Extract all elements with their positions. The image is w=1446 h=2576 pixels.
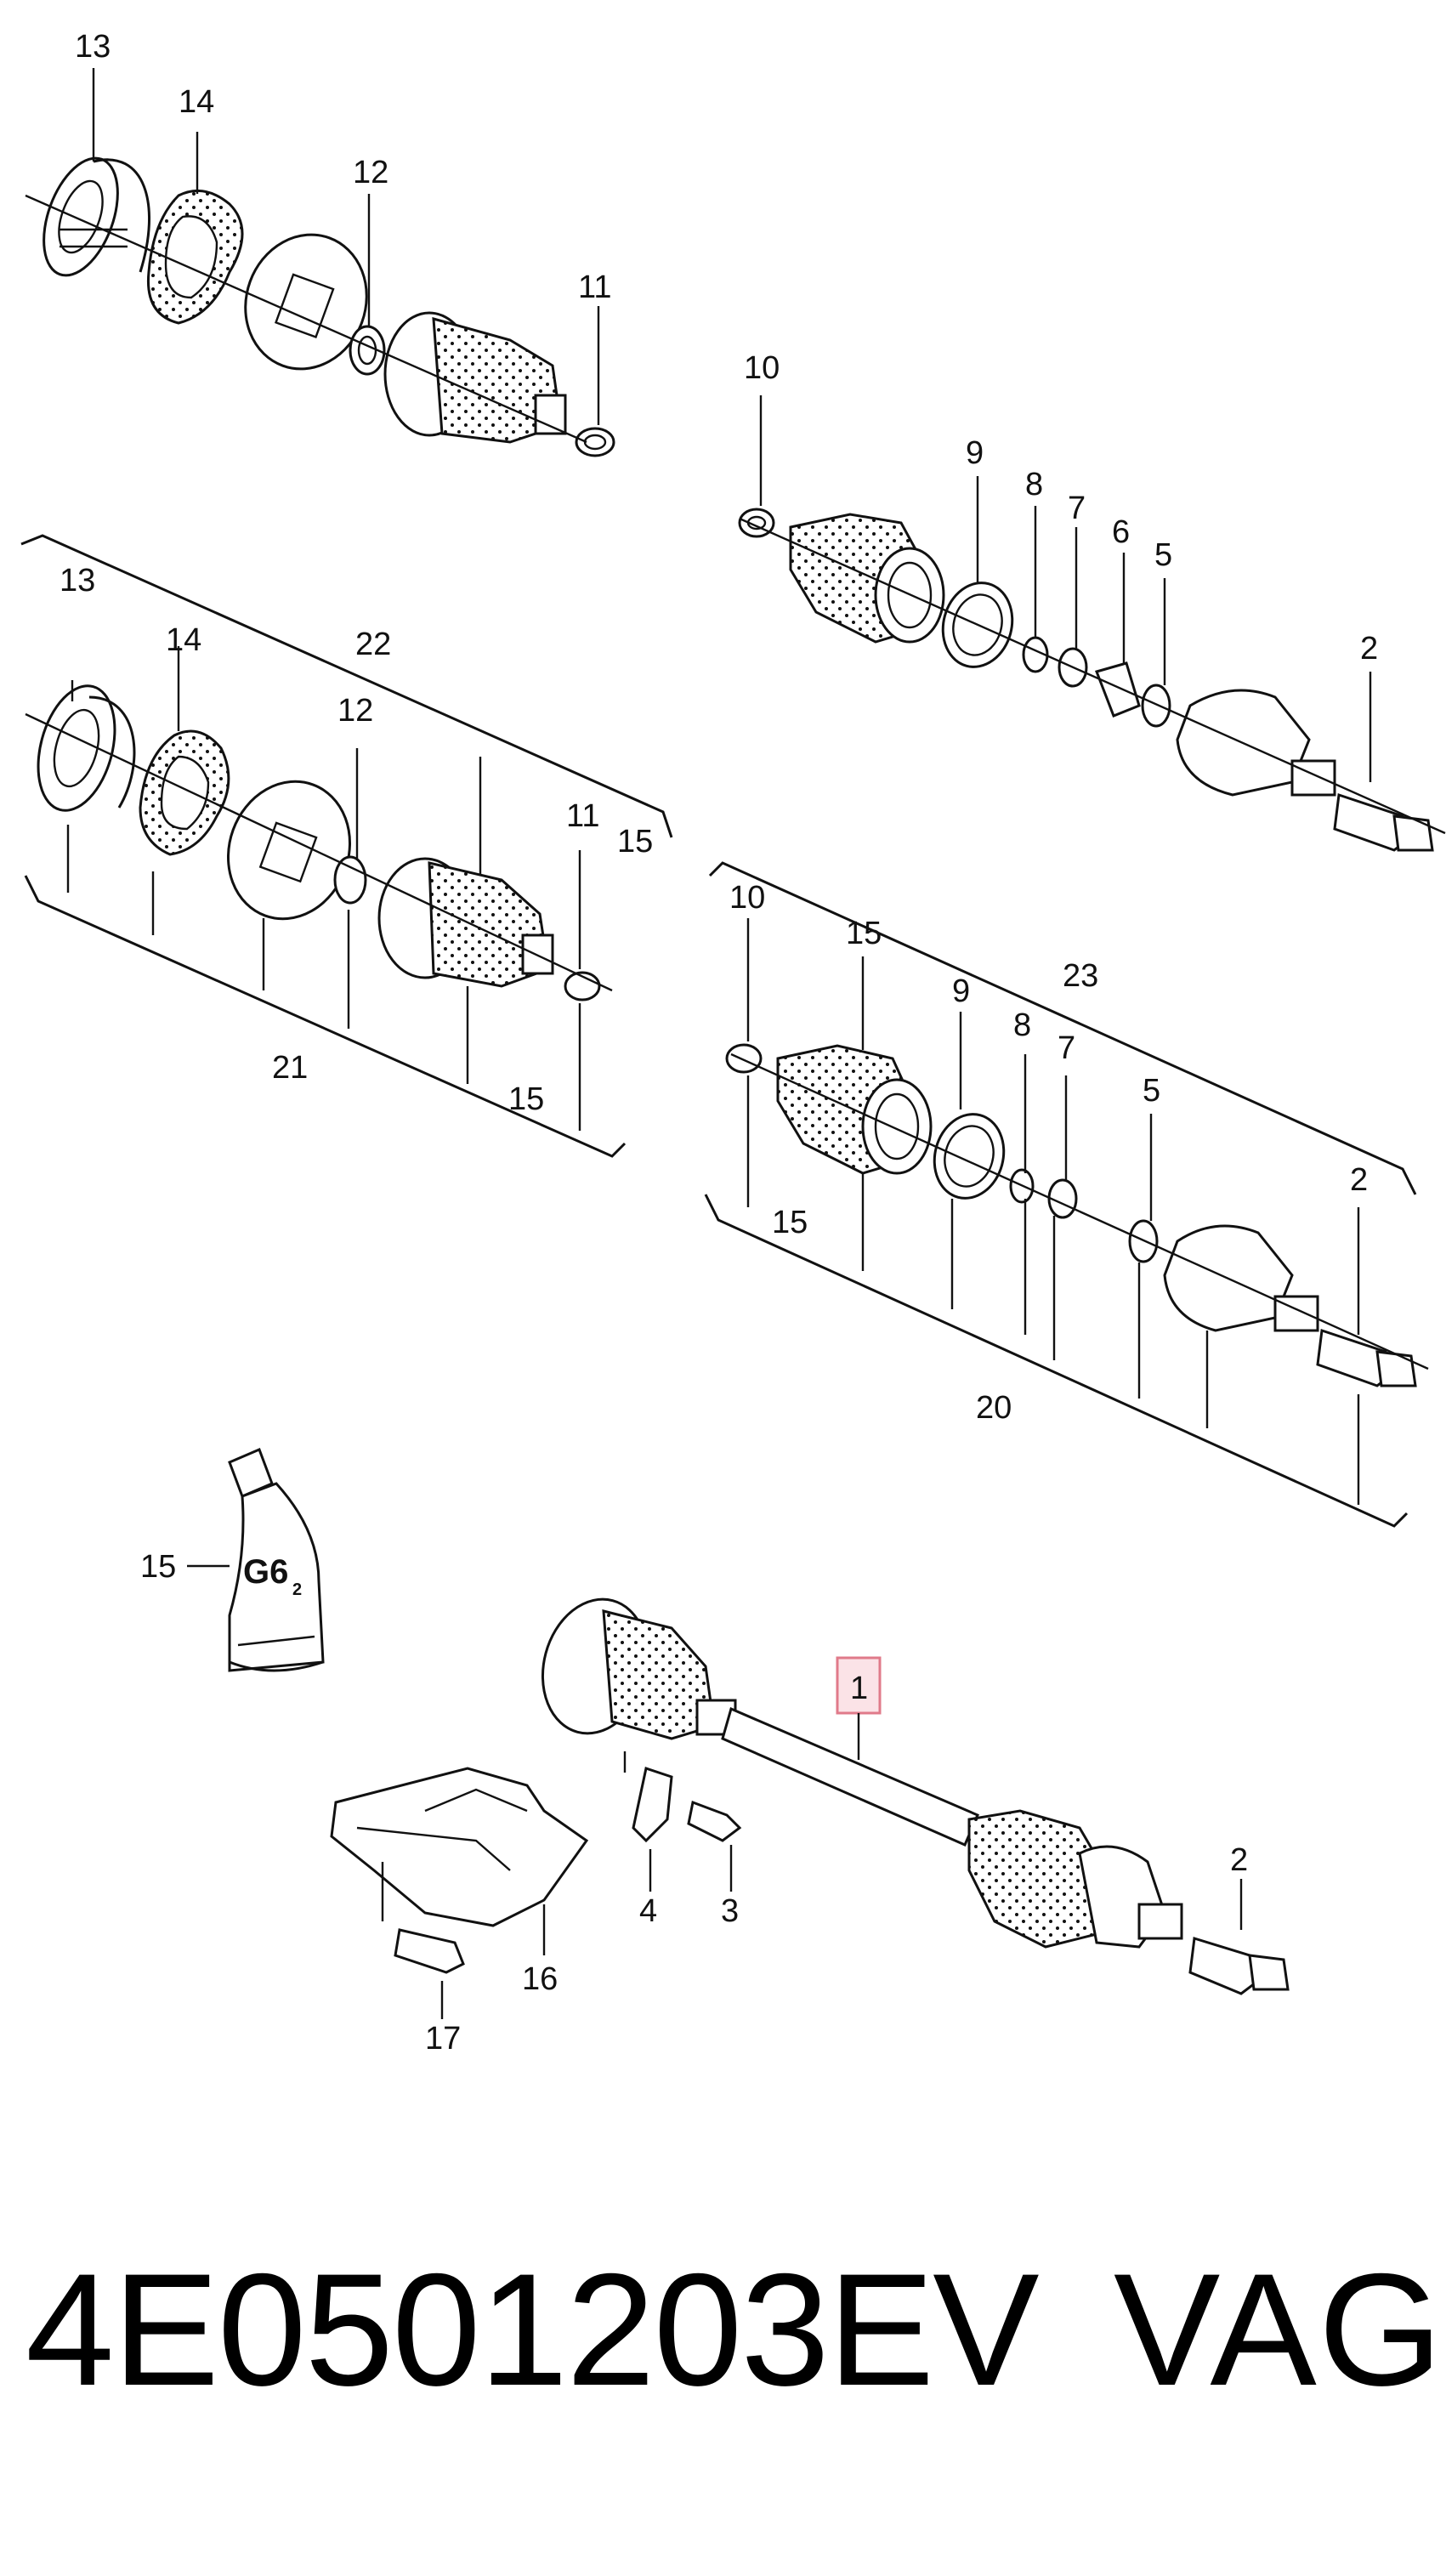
callout-15-kit-b: 15	[508, 1081, 544, 1117]
callout-5: 5	[1154, 537, 1172, 573]
callout-4: 4	[639, 1893, 657, 1929]
callout-15-kit-d: 15	[772, 1205, 808, 1240]
callout-15-grease: 15	[140, 1549, 176, 1585]
group-outer-joint-top: 10 9 8 7 6 5 2	[738, 350, 1446, 852]
callout-6: 6	[1112, 514, 1130, 550]
drive-shaft-assembly: 2 1 4 3 16 17	[330, 1597, 1290, 2057]
callout-9: 9	[966, 435, 984, 471]
callout-1-highlighted: 1	[850, 1671, 868, 1706]
callout-16: 16	[522, 1961, 558, 1997]
grease-tube: G6 2 15	[140, 1448, 325, 1672]
callout-8-kit: 8	[1013, 1007, 1031, 1043]
callout-15-kit-a: 15	[617, 824, 653, 860]
callout-12: 12	[353, 155, 388, 190]
callout-21: 21	[272, 1050, 308, 1086]
callout-20: 20	[976, 1390, 1012, 1426]
callout-14-kit: 14	[166, 622, 201, 658]
callout-10: 10	[744, 350, 780, 386]
brand-name: VAG	[1114, 2240, 1445, 2419]
callout-9-kit: 9	[952, 973, 970, 1009]
callout-7: 7	[1068, 491, 1086, 526]
callout-13-kit: 13	[60, 563, 95, 599]
boot-part	[383, 311, 567, 444]
gasket-part	[146, 189, 244, 325]
callout-2-shaft: 2	[1230, 1842, 1248, 1878]
grease-tube-subscript: 2	[292, 1580, 302, 1599]
callout-2: 2	[1360, 631, 1378, 667]
callout-15-kit-c: 15	[846, 916, 882, 951]
callout-12-kit: 12	[337, 693, 373, 729]
callout-23: 23	[1063, 958, 1098, 994]
group-outer-joint-kit: 10 15 9 23 8 7 5 2 15 20	[704, 861, 1429, 1528]
clamp-part	[575, 427, 615, 457]
group-inner-joint-kit: 13 14 22 12 11 15 21 15	[20, 534, 673, 1158]
boot-outer-part	[789, 513, 945, 644]
callout-13: 13	[75, 29, 111, 65]
callout-10-kit: 10	[729, 880, 765, 916]
group-inner-joint-top: 13 14 12 11	[25, 29, 615, 457]
callout-17: 17	[425, 2021, 461, 2057]
dust-cover-part	[43, 156, 150, 277]
callout-5-kit: 5	[1143, 1073, 1160, 1109]
callout-8: 8	[1025, 467, 1043, 502]
grease-tube-label: G6	[243, 1553, 288, 1591]
callout-7-kit: 7	[1058, 1030, 1075, 1066]
dust-cover-kit-part	[37, 684, 136, 812]
circlip-part	[349, 325, 386, 376]
callout-22: 22	[355, 627, 391, 662]
part-number: 4E0501203EV	[26, 2240, 1040, 2419]
callout-11: 11	[578, 270, 611, 305]
callout-14: 14	[179, 84, 214, 120]
cv-joint-part	[244, 233, 368, 371]
callout-11-kit: 11	[566, 798, 599, 834]
callout-3: 3	[721, 1893, 739, 1929]
callout-2-kit: 2	[1350, 1162, 1368, 1198]
exploded-parts-diagram: 13 14 12 11	[20, 29, 1446, 2057]
